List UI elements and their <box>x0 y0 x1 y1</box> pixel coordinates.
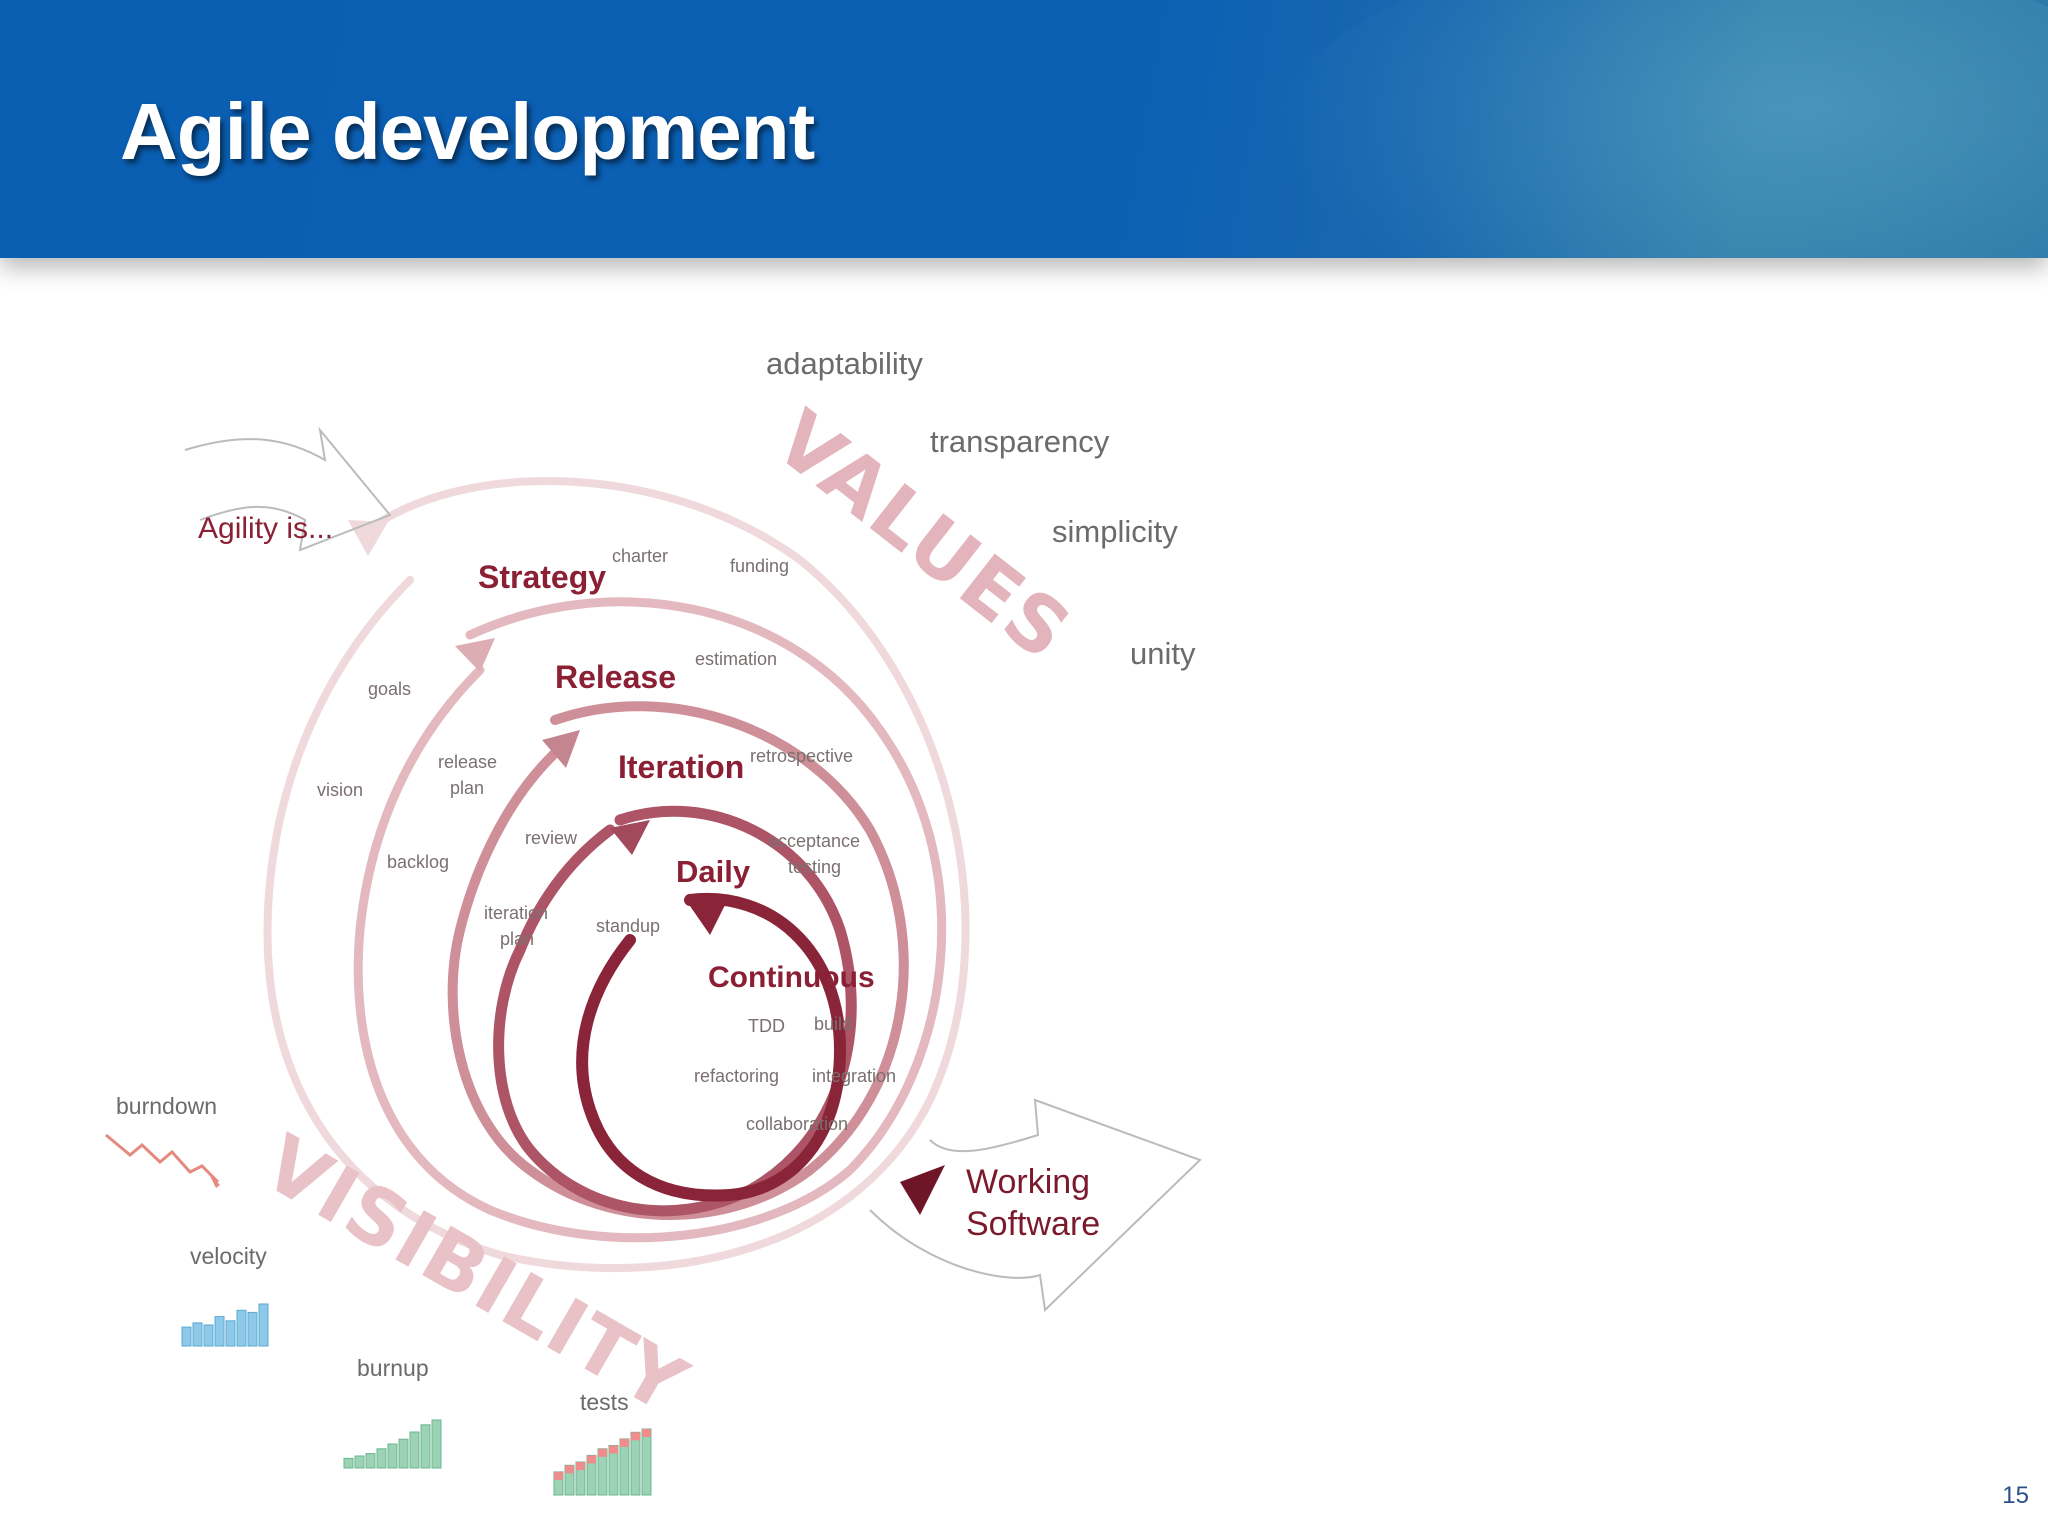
value-transparency: transparency <box>930 424 1110 459</box>
tests-bar-top <box>642 1429 651 1437</box>
spiral-arcs <box>263 477 970 1273</box>
tests-bar-top <box>598 1448 607 1457</box>
metric-burnup: burnup <box>357 1355 429 1381</box>
burnup-bars <box>343 1419 442 1469</box>
tests-bar <box>630 1431 641 1496</box>
burndown-sparkline <box>105 1133 220 1184</box>
practice-review: review <box>525 828 578 848</box>
stage-release: Release <box>555 659 676 695</box>
practice-vision: vision <box>317 780 363 800</box>
output-arrow <box>869 1098 1202 1313</box>
practice-iteration-plan-line1: iteration <box>484 903 548 923</box>
burnup-bar <box>365 1453 376 1469</box>
input-arrow <box>184 426 392 552</box>
velocity-bar <box>236 1309 247 1347</box>
output-arrowhead <box>900 1165 945 1215</box>
burnup-bar <box>376 1448 387 1469</box>
value-unity: unity <box>1130 636 1196 671</box>
spiral-arrowheads <box>348 520 945 1215</box>
continuous-arrowhead <box>690 895 730 935</box>
velocity-bar <box>192 1322 203 1347</box>
value-simplicity: simplicity <box>1052 514 1178 549</box>
tests-bar-top <box>609 1445 618 1454</box>
stage-strategy: Strategy <box>478 559 606 595</box>
metric-burndown: burndown <box>116 1093 217 1119</box>
stage-iteration: Iteration <box>618 749 744 785</box>
practice-estimation: estimation <box>695 649 777 669</box>
practice-acceptance-line2: testing <box>788 857 841 877</box>
practice-acceptance-line1: acceptance <box>768 831 860 851</box>
velocity-bar <box>247 1311 258 1347</box>
burndown-arrowhead <box>208 1172 220 1188</box>
burnup-bar <box>398 1438 409 1469</box>
practice-release-plan-line2: plan <box>450 778 484 798</box>
burnup-bar <box>409 1431 420 1469</box>
tests-bar <box>641 1428 652 1496</box>
velocity-bar <box>203 1324 214 1347</box>
daily-arrowhead <box>610 820 650 855</box>
slide-header: Agile development <box>0 0 2048 258</box>
tests-bar-top <box>587 1455 596 1464</box>
practice-charter: charter <box>612 546 668 566</box>
stage-continuous: Continuous <box>708 961 875 994</box>
practice-funding: funding <box>730 556 789 576</box>
velocity-bar <box>258 1303 269 1347</box>
tests-bar-top <box>554 1471 563 1480</box>
tests-bar-top <box>565 1465 574 1474</box>
practice-retrospective: retrospective <box>750 746 853 766</box>
release-arc <box>353 597 947 1243</box>
tests-bar <box>619 1438 630 1496</box>
output-label-line2: Software <box>966 1205 1100 1243</box>
practice-tdd: TDD <box>748 1016 785 1036</box>
velocity-bar <box>181 1326 192 1347</box>
velocity-bars <box>181 1303 269 1347</box>
agility-label: Agility is... <box>198 512 333 545</box>
practice-integration: integration <box>812 1066 896 1086</box>
strategy-arc <box>263 477 970 1273</box>
value-adaptability: adaptability <box>766 346 923 381</box>
practice-release-plan-line1: release <box>438 752 497 772</box>
burnup-bar <box>354 1455 365 1469</box>
header-decoration <box>1268 0 2048 258</box>
stage-daily: Daily <box>676 854 751 889</box>
agile-spiral-diagram: VALUES VISIBILITY adaptability transpare… <box>105 346 1202 1496</box>
tests-bar-top <box>631 1432 640 1441</box>
velocity-bar <box>225 1320 236 1347</box>
tests-bar-top <box>620 1438 629 1447</box>
metric-tests: tests <box>580 1389 629 1415</box>
burnup-bar <box>431 1419 442 1469</box>
output-label-line1: Working <box>966 1163 1090 1201</box>
daily-arc <box>493 805 857 1217</box>
burnup-bar <box>420 1424 431 1469</box>
practice-iteration-plan-line2: plan <box>500 929 534 949</box>
practice-goals: goals <box>368 679 411 699</box>
continuous-arc <box>576 892 847 1202</box>
velocity-bar <box>214 1316 225 1347</box>
burnup-bar <box>387 1443 398 1469</box>
practice-build: build <box>814 1014 852 1034</box>
iteration-arrowhead <box>542 730 580 768</box>
practice-standup: standup <box>596 916 660 936</box>
tests-bars <box>553 1428 652 1496</box>
page-number: 15 <box>2002 1482 2029 1509</box>
metric-velocity: velocity <box>190 1243 267 1269</box>
practice-backlog: backlog <box>387 852 449 872</box>
practice-refactoring: refactoring <box>694 1066 779 1086</box>
burnup-bar <box>343 1457 354 1469</box>
iteration-arc <box>447 701 909 1220</box>
release-arrowhead <box>455 638 495 672</box>
practice-collaboration: collaboration <box>746 1114 848 1134</box>
slide-title: Agile development <box>120 87 815 176</box>
strategy-arrowhead <box>348 520 388 556</box>
tests-bar-top <box>576 1462 585 1470</box>
